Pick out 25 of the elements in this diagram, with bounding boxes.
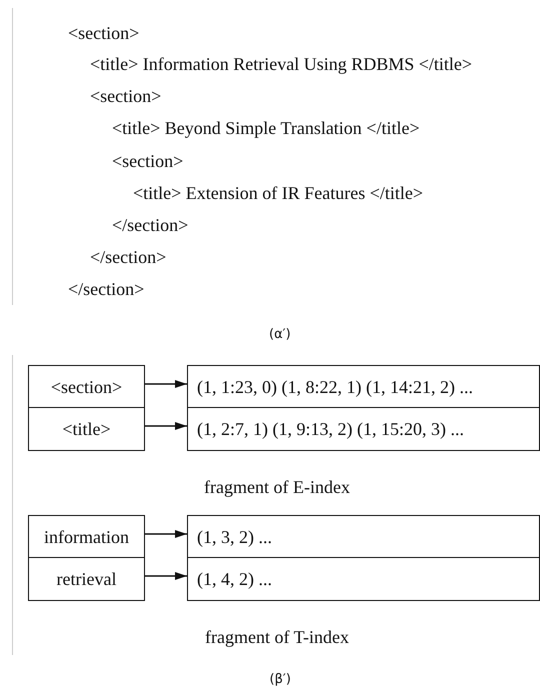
code-line: </section> <box>90 246 166 268</box>
posting-list-cell: (1, 4, 2) ... <box>187 557 540 601</box>
arrow <box>145 530 187 538</box>
posting-list-cell: (1, 1:23, 0) (1, 8:22, 1) (1, 14:21, 2) ... <box>187 365 540 409</box>
posting-list-cell: (1, 3, 2) ... <box>187 515 540 559</box>
panel-caption: (β′) <box>270 671 291 689</box>
key-cell: <title> <box>28 407 145 451</box>
table-caption: fragment of E-index <box>204 476 350 498</box>
code-line: </section> <box>112 214 188 236</box>
code-line: <section> <box>90 85 162 107</box>
code-line: <title> Extension of IR Features </title> <box>133 182 424 204</box>
arrow <box>145 572 187 580</box>
posting-list-cell: (1, 2:7, 1) (1, 9:13, 2) (1, 15:20, 3) ... <box>187 407 540 451</box>
code-line: <section> <box>68 22 140 44</box>
table-caption: fragment of T-index <box>205 626 349 648</box>
arrow <box>145 422 187 430</box>
code-line: <title> Information Retrieval Using RDBMS </title> <box>90 53 472 75</box>
code-line: <title> Beyond Simple Translation </title> <box>112 117 420 139</box>
code-line: <section> <box>112 150 184 172</box>
key-cell: <section> <box>28 365 145 409</box>
arrow <box>145 380 187 388</box>
panel-caption: (α′) <box>269 326 291 344</box>
key-cell: information <box>28 515 145 559</box>
key-cell: retrieval <box>28 557 145 601</box>
code-line: </section> <box>68 278 144 300</box>
